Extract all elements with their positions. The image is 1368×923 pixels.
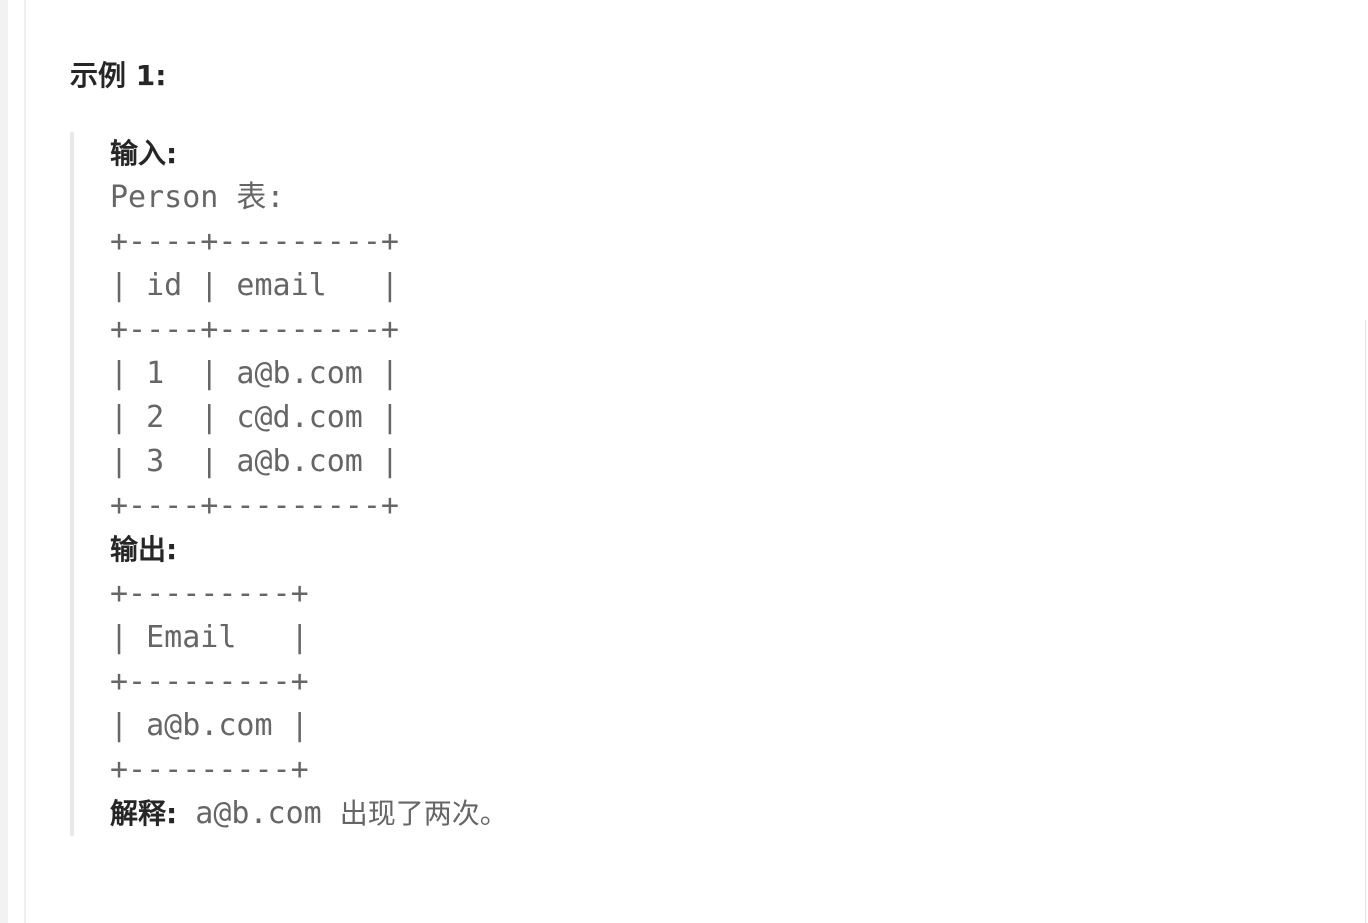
panel-divider [24,0,26,923]
output-table-row: | a@b.com | [110,708,309,743]
output-table-row: +---------+ [110,576,309,611]
input-table-row: +----+---------+ [110,312,399,347]
input-table-row: | 2 | c@d.com | [110,400,399,435]
explanation-line: 解释: a@b.com 出现了两次。 [110,792,970,836]
table-name-line: Person 表: [110,180,285,215]
explanation-label: 解释: [110,797,178,830]
left-gutter [0,0,8,923]
scroll-track [1365,320,1366,923]
input-table-row: +----+---------+ [110,488,399,523]
output-label: 输出: [110,533,178,566]
example-title: 示例 1: [70,59,167,92]
input-table-row: | 1 | a@b.com | [110,356,399,391]
output-table-row: +---------+ [110,752,309,787]
example-content: 输入: Person 表: +----+---------+ | id | em… [110,132,970,836]
input-table-row: | id | email | [110,268,399,303]
input-table-row: | 3 | a@b.com | [110,444,399,479]
example-block: 输入: Person 表: +----+---------+ | id | em… [70,132,974,836]
input-label: 输入: [110,137,178,170]
output-table-row: | Email | [110,620,309,655]
explanation-code: a@b.com [195,796,322,831]
input-label-line: 输入: [110,132,970,176]
input-table-row: +----+---------+ [110,224,399,259]
output-table-row: +---------+ [110,664,309,699]
output-label-line: 输出: [110,528,970,572]
explanation-text: 出现了两次。 [339,797,508,830]
